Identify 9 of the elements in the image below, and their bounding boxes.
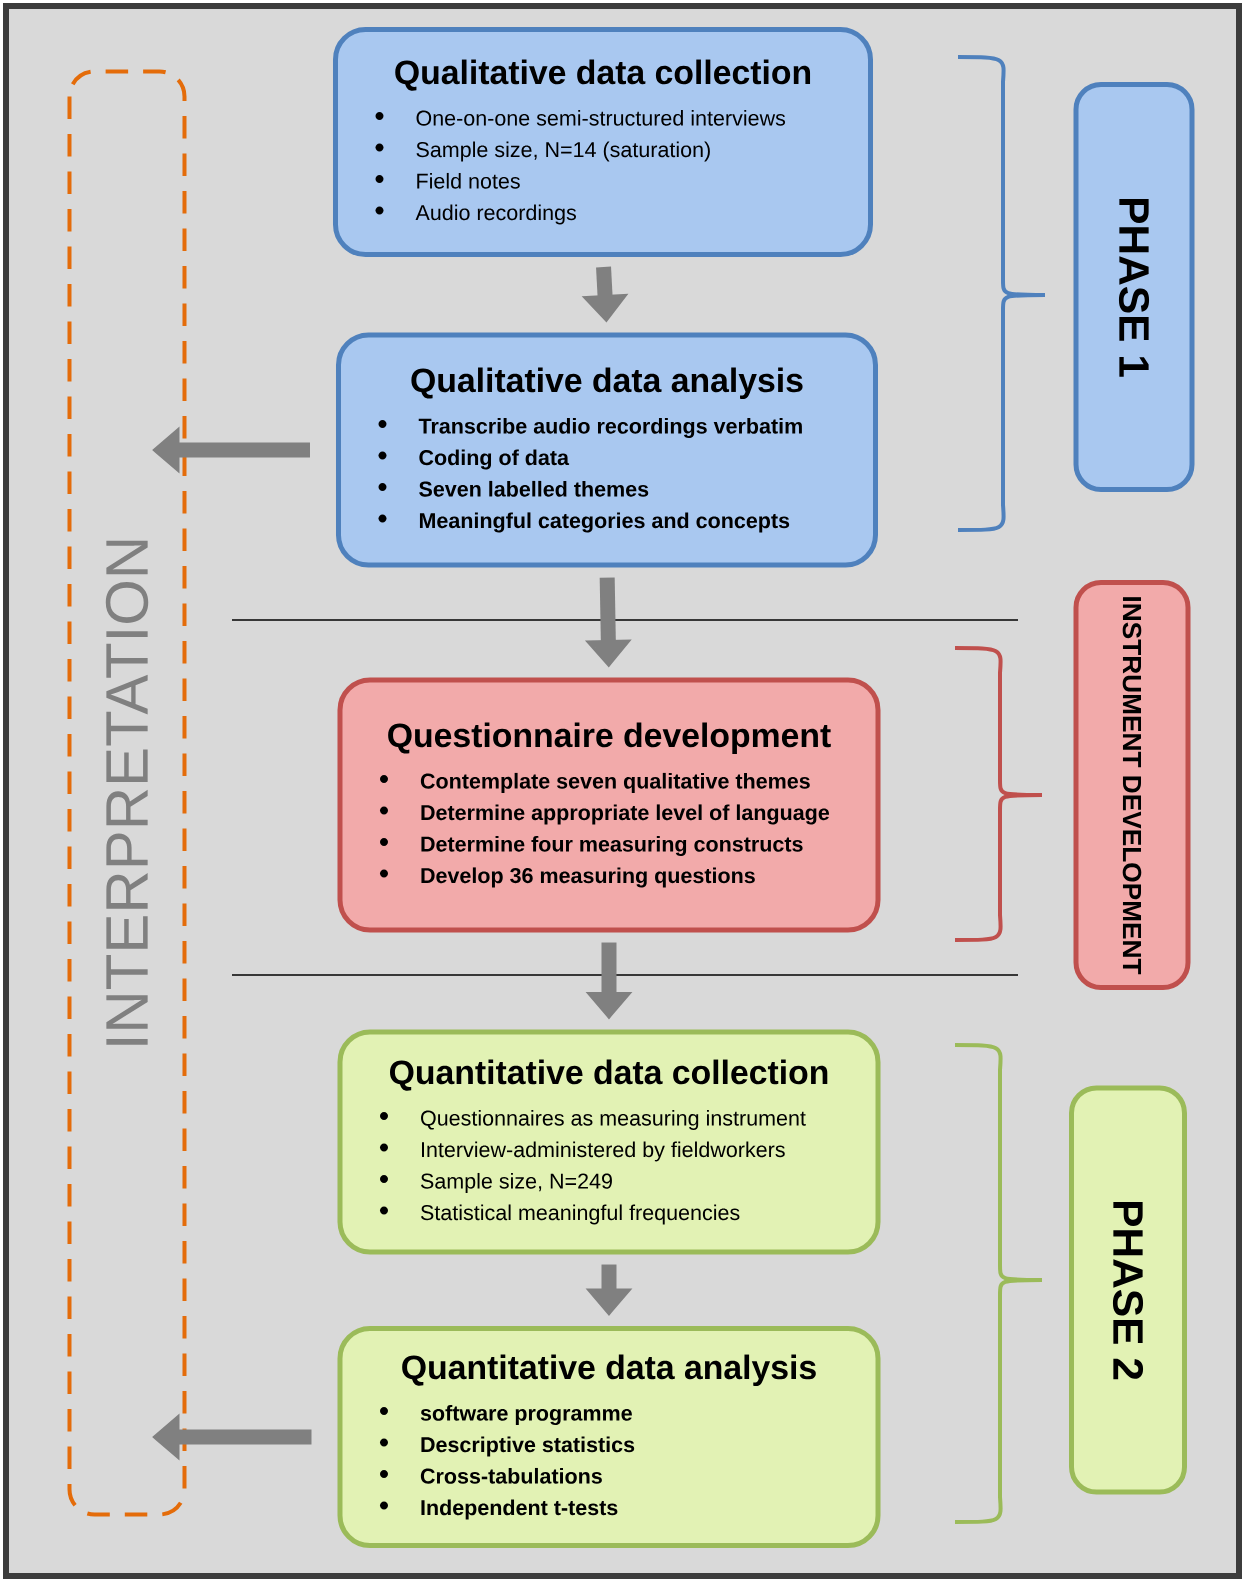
phase-box: PHASE 2 [1069,1085,1187,1495]
process-box: Quantitative data collection Questionnaires as measuring instrument Interview-administered by fieldworkers Sample size, N=249 Statistical meaningful frequencies [337,1029,881,1255]
process-box: Qualitative data analysis Transcribe audio recordings verbatim Coding of data Seven labelled themes Meaningful categories and concepts [336,332,878,568]
process-box: Quantitative data analysis software programme Descriptive statistics Cross-tabulations Independent t-tests [337,1326,881,1548]
dashed-box: INTERPRETATION [67,69,187,1517]
process-box: Qualitative data collection One-on-one semi-structured interviews Sample size, N=14 (saturation) Field notes Audio recordings [333,27,873,257]
process-box: Questionnaire development Contemplate seven qualitative themes Determine appropriate level of language Determine four measuring constructs Develop 36 measuring questions [337,677,881,933]
phase-box: PHASE 1 [1073,82,1195,492]
phase-box: INSTRUMENT DEVELOPMENT [1073,580,1191,990]
